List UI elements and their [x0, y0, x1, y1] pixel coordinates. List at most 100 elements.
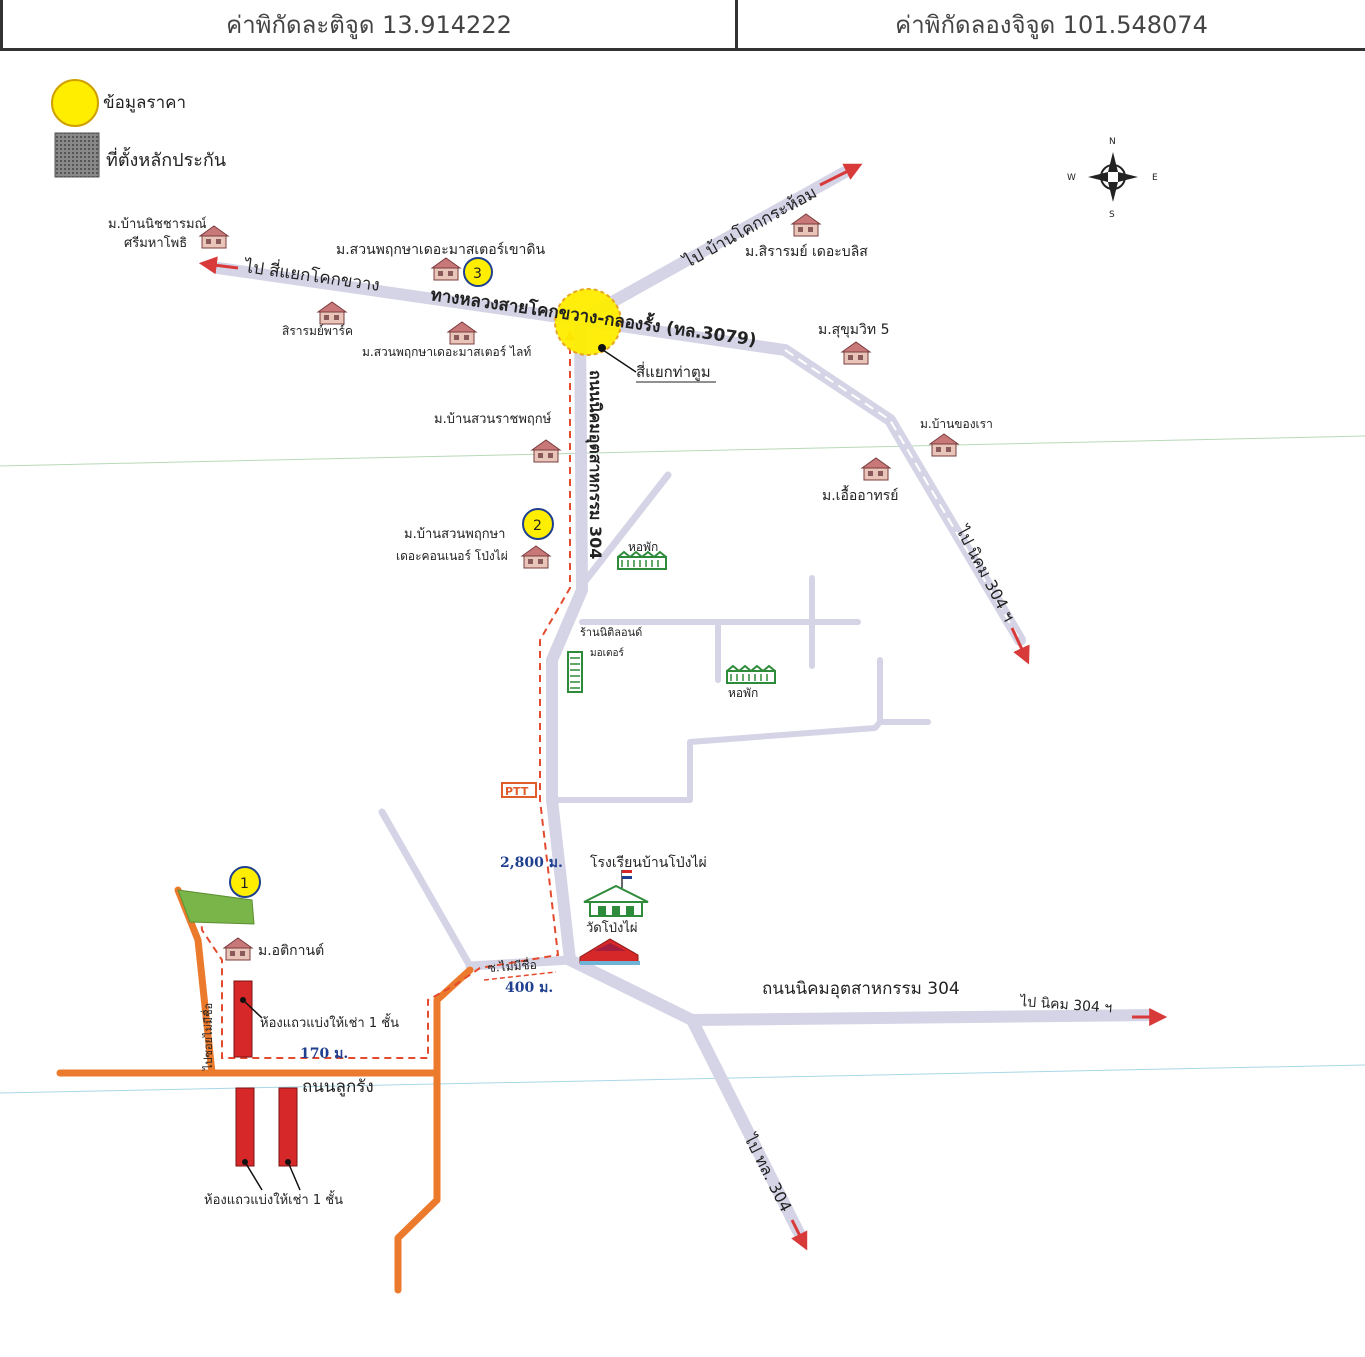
label-rooms-bottom: ห้องแถวแบ่งให้เช่า 1 ชั้น	[204, 1190, 343, 1208]
dorm-icon	[617, 550, 667, 570]
marker-2: 2	[522, 508, 554, 540]
svg-text:2: 2	[533, 518, 542, 534]
label-nikom-road-304-h: ถนนนิคมอุตสาหกรรม 304	[762, 979, 960, 999]
house-icon	[840, 341, 872, 365]
side-road	[553, 719, 883, 803]
compass-e: E	[1152, 173, 1158, 183]
temple-icon	[579, 938, 640, 965]
label-to-kok-khwang: ไป สี่แยกโคกขวาง	[241, 254, 381, 296]
label-dorm-3: หอพัก	[728, 686, 758, 700]
marker-3: 3	[463, 257, 493, 287]
nikom-road-304-vertical	[546, 314, 588, 966]
route-path	[199, 335, 571, 1059]
label-nikom-road-304-v: ถนนนิคมอุตสาหกรรม 304	[585, 370, 605, 559]
soi-no-name	[465, 955, 575, 971]
svg-text:1: 1	[240, 876, 249, 892]
arrow-south	[790, 1219, 808, 1251]
arrow-northeast	[819, 163, 863, 187]
leader-dot	[240, 997, 246, 1003]
label-sirarom-bliss: ม.สิรารมย์ เดอะบลิส	[745, 243, 868, 260]
legend-collateral-label: ที่ตั้งหลักประกัน	[106, 147, 226, 171]
label-ban-suan-phruksa-1: ม.บ้านสวนพฤกษา	[404, 527, 505, 542]
label-ma-atikan: ม.อติกานต์	[258, 942, 324, 959]
label-sukhumvit5: ม.สุขุมวิท 5	[818, 322, 889, 338]
road-to-ban-kok	[574, 166, 851, 326]
house-icon	[520, 545, 552, 569]
longitude-label: ค่าพิกัดลองจิจูด 101.548074	[895, 10, 1208, 39]
orange-road-north	[433, 966, 474, 1077]
road-to-route-304	[686, 1014, 806, 1241]
house-icon	[928, 433, 960, 457]
label-sri-maha-pho: ศรีมหาโพธิ	[124, 235, 187, 251]
svg-text:3: 3	[473, 266, 482, 282]
price-data-area	[554, 288, 622, 356]
scan-line	[0, 1064, 1365, 1094]
label-luk-rang: ถนนลูกรัง	[302, 1077, 374, 1097]
house-icon	[860, 457, 892, 481]
ptt-label: PTT	[505, 785, 529, 798]
coordinates-header: ค่าพิกัดละติจูด 13.914222 ค่าพิกัดลองจิจ…	[0, 0, 1365, 51]
dorm-icon	[726, 664, 776, 684]
distance-170: 170 ม.	[300, 1046, 348, 1062]
house-icon	[790, 213, 822, 237]
compass-w: W	[1067, 173, 1076, 183]
house-icon	[530, 439, 562, 463]
distance-400-line	[483, 971, 557, 981]
rooms-for-rent-bottom-1	[235, 1087, 255, 1167]
legend: ข้อมูลราคา ที่ตั้งหลักประกัน	[51, 79, 226, 178]
label-to-no-name: ไปซอยไม่มีชื่อ	[200, 1003, 215, 1071]
label-ban-suan-phruksa-2: เดอะคอนเนอร์ โป่งไผ่	[396, 549, 508, 563]
arrow-southeast	[1010, 627, 1030, 665]
legend-collateral-icon	[54, 132, 100, 178]
leader-dot	[598, 344, 606, 352]
direction-arrows	[198, 163, 1168, 1251]
compass-icon: N S E W	[1067, 137, 1158, 220]
scan-line	[0, 435, 1365, 467]
rooms-for-rent-top	[233, 980, 253, 1058]
compass-n: N	[1109, 137, 1116, 147]
shop-building-icon	[567, 651, 583, 693]
leader-line	[244, 1161, 263, 1191]
side-road	[578, 471, 672, 589]
legend-price-icon	[51, 79, 99, 127]
compass-s: S	[1109, 210, 1115, 220]
orange-road-south	[394, 1069, 441, 1294]
distance-400: 400 ม.	[505, 980, 553, 996]
house-icons	[198, 213, 960, 961]
ptt-icon: PTT	[501, 782, 537, 798]
label-to-route-304: ไป ทล. 304	[740, 1129, 796, 1215]
house-icon	[430, 257, 462, 281]
label-shop-2: มอเตอร์	[590, 647, 625, 659]
house-icon	[222, 937, 254, 961]
label-ban-nitcharam: ม.บ้านนิชชารมณ์	[108, 216, 207, 232]
arrow-west	[198, 256, 239, 275]
label-to-nikom-304-ne: ไป นิคม 304 ฯ	[952, 521, 1019, 625]
label-ban-suan-ratchaphruek: ม.บ้านสวนราชพฤกษ์	[434, 411, 552, 427]
side-road	[877, 657, 931, 725]
leader-line	[242, 999, 263, 1019]
label-school: โรงเรียนบ้านโป่งไผ่	[590, 854, 707, 871]
label-temple: วัดโป่งไผ่	[586, 920, 637, 936]
label-dorm-1: หอพัก	[628, 540, 658, 554]
side-road	[378, 808, 474, 970]
label-shop: ร้านนิติลอนด์	[580, 626, 642, 639]
latitude-label: ค่าพิกัดละติจูด 13.914222	[0, 0, 738, 48]
marker-1: 1	[229, 866, 261, 898]
label-suan-phruksa-master-light: ม.สวนพฤกษาเดอะมาสเตอร์ ไลท์	[362, 345, 531, 359]
leader-dot	[242, 1159, 248, 1165]
highway-centerline	[784, 349, 1021, 641]
label-suan-phruksa-master-khao: ม.สวนพฤกษาเดอะมาสเตอร์เขาดิน	[336, 241, 545, 258]
leader-line	[287, 1161, 301, 1191]
label-four-way-tha-tum: สี่แยกท่าตูม	[636, 361, 711, 381]
legend-price-label: ข้อมูลราคา	[103, 93, 186, 113]
house-icon	[198, 225, 230, 249]
label-to-nikom-304-e: ไป นิคม 304 ฯ	[1019, 993, 1113, 1016]
label-uea-athon: ม.เอื้ออาทรย์	[822, 485, 899, 504]
distance-2800: 2,800 ม.	[500, 855, 563, 871]
label-sirarom-park: สิรารมย์พาร์ค	[282, 324, 353, 338]
label-soi-no-name: ซ.ไม่มีชื่อ	[487, 956, 537, 975]
leader-dot	[285, 1159, 291, 1165]
house-icon	[446, 321, 478, 345]
label-rooms-top: ห้องแถวแบ่งให้เช่า 1 ชั้น	[260, 1013, 399, 1031]
